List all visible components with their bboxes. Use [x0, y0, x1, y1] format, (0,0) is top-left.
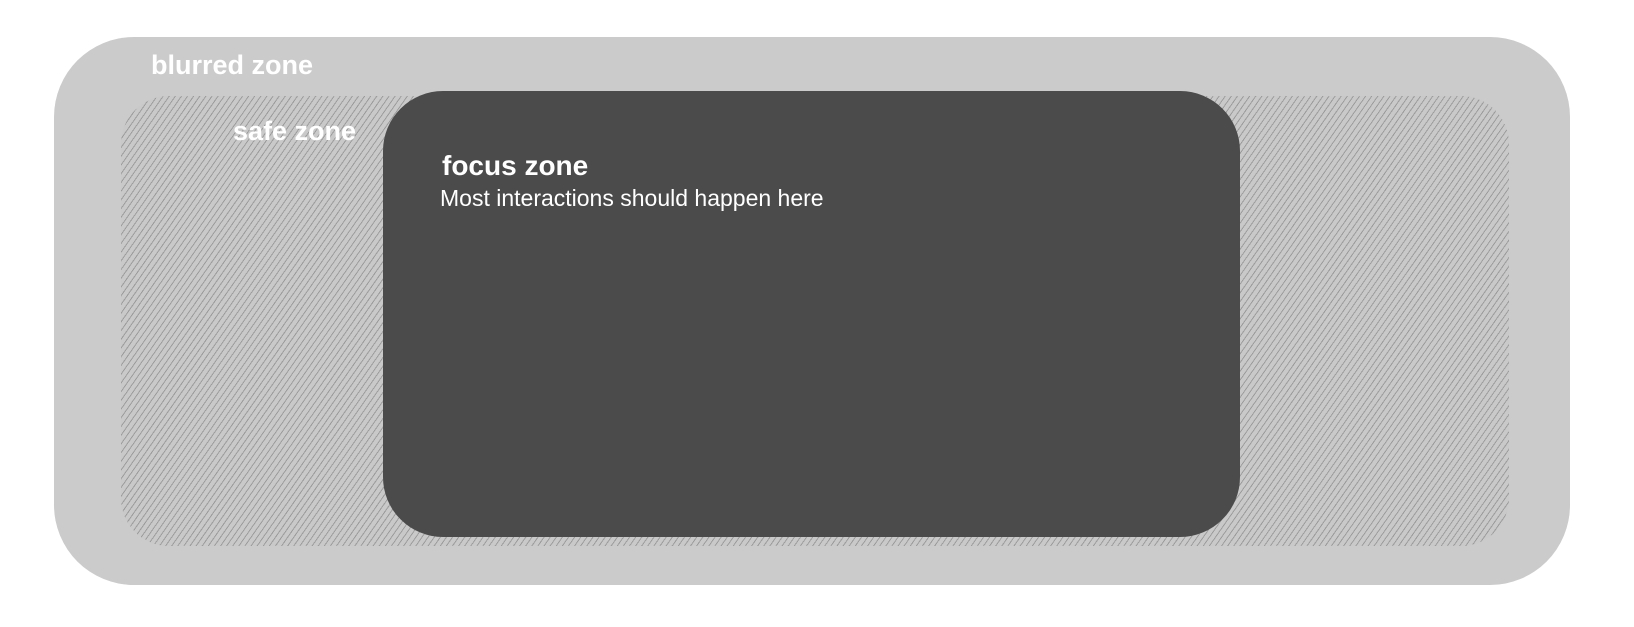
- blurred-zone-label: blurred zone: [151, 50, 314, 80]
- focus-zone-label: focus zone: [442, 150, 589, 181]
- safe-zone-label: safe zone: [233, 116, 357, 146]
- focus-zone: [383, 91, 1240, 537]
- focus-zone-description: Most interactions should happen here: [440, 185, 824, 211]
